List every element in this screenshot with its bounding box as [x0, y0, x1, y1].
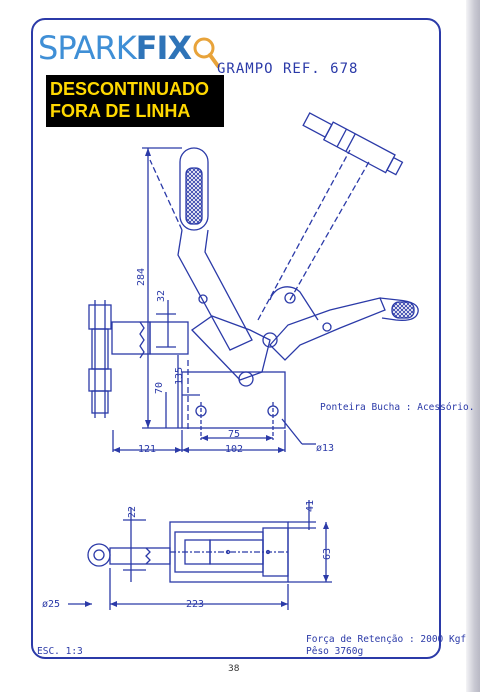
dim-121: 121	[138, 444, 156, 455]
dim-102: 102	[225, 444, 243, 455]
magnifier-icon	[193, 37, 220, 68]
dim-70: 70	[154, 382, 165, 394]
spindle-nut-top	[88, 304, 112, 330]
page-number: 38	[228, 664, 240, 674]
dim-41: 41	[305, 500, 316, 512]
dim-284: 284	[136, 268, 147, 286]
dim-22: 22	[127, 506, 138, 518]
force-note: Força de Retenção : 2000 Kgf	[306, 634, 467, 645]
drawing-frame	[31, 18, 441, 659]
spindle-nut-bottom	[88, 368, 112, 392]
accessory-note: Ponteira Bucha : Acessório.	[320, 402, 475, 413]
discontinued-banner: DESCONTINUADO FORA DE LINHA	[46, 75, 224, 127]
sparkfix-logo: SPARKFIX	[38, 28, 220, 68]
dim-75: 75	[228, 429, 240, 440]
logo-text-fix: FIX	[135, 29, 192, 67]
scale-note: ESC. 1:3	[37, 646, 83, 657]
banner-line-2: FORA DE LINHA	[50, 101, 191, 121]
dim-223: 223	[186, 599, 204, 610]
handle-grip	[179, 147, 209, 231]
base-plate	[181, 371, 286, 429]
page-edge-shadow	[466, 0, 480, 692]
spindle-tip-circle	[87, 543, 111, 567]
spindle-housing	[149, 321, 189, 355]
banner-line-1: DESCONTINUADO	[50, 79, 210, 99]
dim-diameter-13: ø13	[316, 443, 334, 454]
dim-32: 32	[156, 290, 167, 302]
dim-135: 135	[174, 367, 185, 385]
page-title: GRAMPO REF. 678	[217, 61, 359, 77]
weight-note: Pêso 3760g	[306, 646, 364, 657]
dim-diameter-25: ø25	[42, 599, 60, 610]
logo-text-spark: SPARK	[38, 29, 137, 67]
dim-63: 63	[322, 548, 333, 560]
